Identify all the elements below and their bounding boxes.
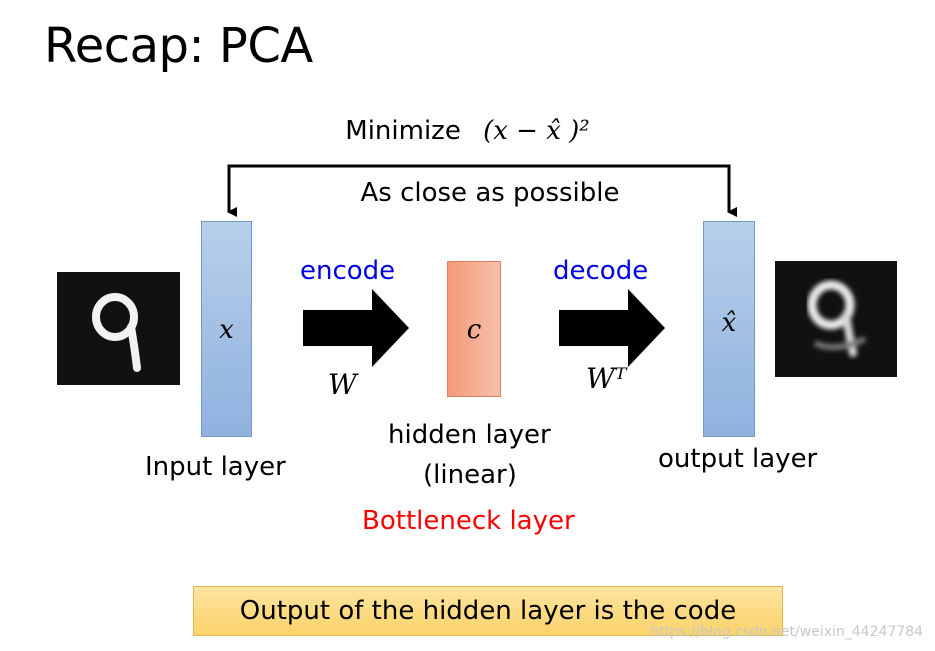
hidden-layer-label: hidden layer	[388, 420, 551, 450]
output-var: x̂	[721, 308, 737, 338]
input-layer-label: Input layer	[145, 452, 286, 482]
digit-nine-icon	[92, 293, 141, 372]
hidden-var: c	[466, 315, 482, 345]
decode-arrow-icon	[559, 289, 665, 367]
watermark: https://blog.csdn.net/weixin_44247784	[650, 624, 924, 640]
output-layer-bar	[703, 221, 755, 437]
decode-label: decode	[553, 256, 649, 286]
objective-label: Minimize	[345, 116, 461, 146]
objective-note: As close as possible	[360, 178, 620, 208]
input-var: x	[219, 315, 234, 345]
reconstructed-digit-icon	[807, 280, 867, 357]
input-layer-bar	[201, 221, 252, 437]
bottleneck-label: Bottleneck layer	[362, 506, 575, 536]
encode-weight: W	[328, 368, 357, 401]
hidden-layer-bar	[447, 261, 501, 397]
objective-formula: (x − x̂ )²	[483, 116, 590, 146]
input-digit-image	[57, 272, 180, 385]
hidden-layer-sublabel: (linear)	[423, 460, 517, 490]
code-callout-box: Output of the hidden layer is the code	[193, 586, 783, 636]
objective-text: Minimize (x − x̂ )²	[0, 116, 935, 146]
encode-label: encode	[300, 256, 396, 286]
output-digit-image	[775, 261, 897, 377]
slide-title: Recap: PCA	[44, 18, 313, 74]
encode-arrow-icon	[303, 289, 409, 367]
decode-weight: Wᵀ	[586, 362, 627, 395]
output-layer-label: output layer	[658, 444, 818, 474]
